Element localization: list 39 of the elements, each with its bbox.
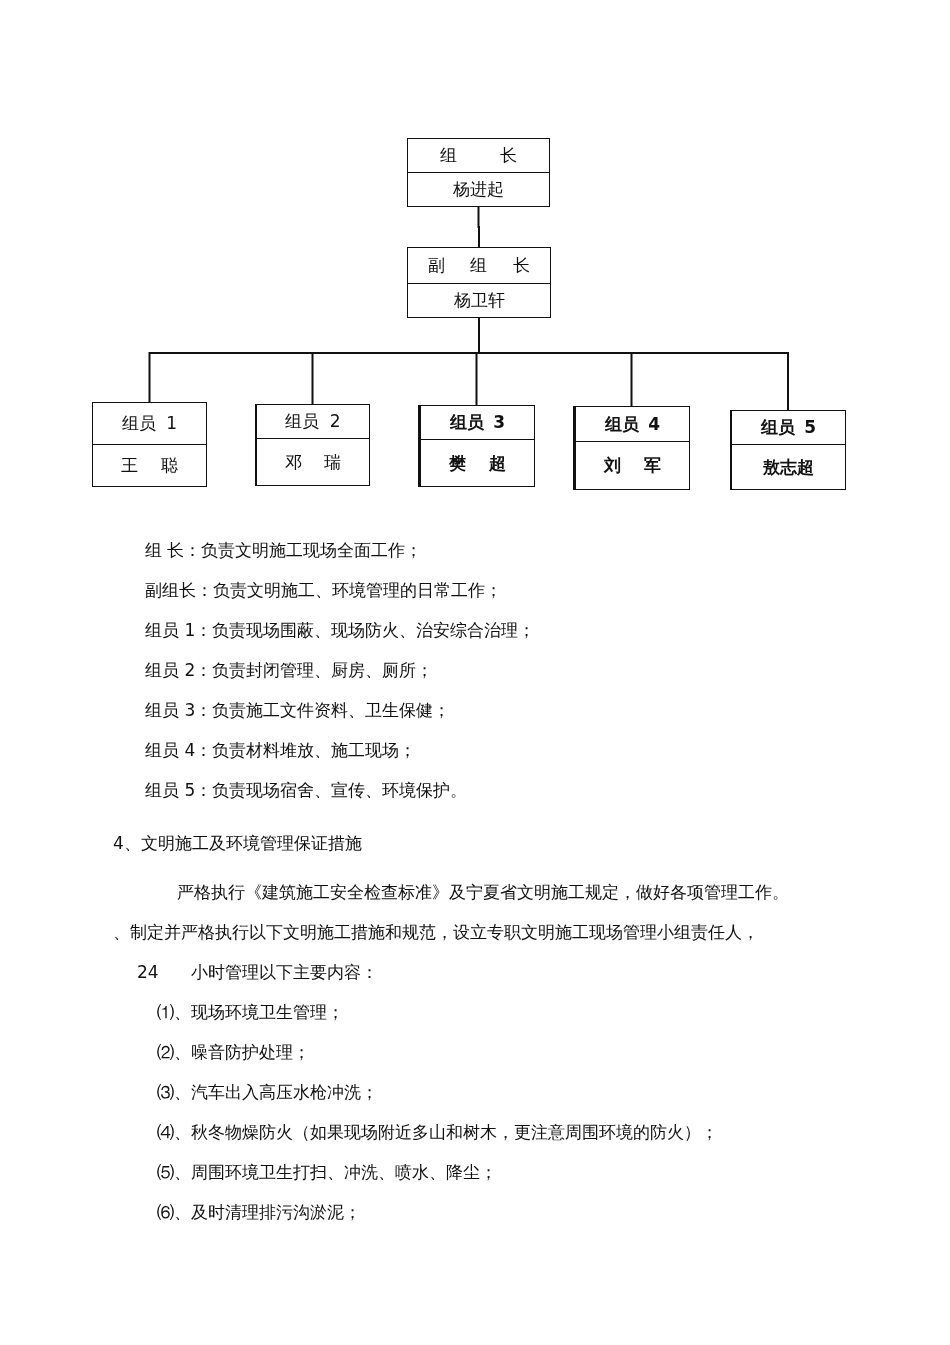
person-name: 王 聪 — [120, 454, 179, 477]
position-title: 组员 2 — [257, 405, 369, 439]
org-box — [573, 406, 690, 490]
duty-line: 组员 1：负责现场围蔽、现场防火、治安综合治理； — [145, 619, 536, 641]
paragraph: 、制定并严格执行以下文明施工措施和规范，设立专职文明施工现场管理小组责任人， — [113, 921, 759, 943]
org-box — [407, 247, 551, 318]
position-title: 组员 1 — [93, 403, 206, 445]
org-box — [407, 138, 550, 207]
position-title: 组员 5 — [732, 411, 845, 445]
org-box — [418, 405, 535, 487]
paragraph: 严格执行《建筑施工安全检查标准》及宁夏省文明施工规定，做好各项管理工作。 — [177, 881, 789, 903]
list-item: ⑵、噪音防护处理； — [157, 1041, 310, 1063]
person-name: 杨卫轩 — [452, 289, 506, 312]
list-item: ⑷、秋冬物燥防火（如果现场附近多山和树木，更注意周围环境的防火）； — [157, 1121, 718, 1143]
person-name: 杨进起 — [452, 178, 505, 201]
connector-line — [477, 206, 480, 248]
paragraph: 24 小时管理以下主要内容： — [137, 961, 379, 983]
position-title: 组员 3 — [421, 406, 534, 440]
position-title: 组员 4 — [576, 407, 689, 442]
list-item: ⑶、汽车出入高压水枪冲洗； — [157, 1081, 378, 1103]
org-box — [255, 404, 370, 486]
duty-line: 组员 2：负责封闭管理、厨房、厕所； — [145, 659, 434, 681]
position-title: 副 组 长 — [408, 248, 550, 284]
org-box — [92, 402, 207, 487]
duty-line: 组员 3：负责施工文件资料、卫生保健； — [145, 699, 451, 721]
person-name: 刘 军 — [602, 454, 662, 477]
position-title: 组 长 — [408, 139, 549, 173]
duty-line: 组员 5：负责现场宿舍、宣传、环境保护。 — [145, 779, 468, 801]
section-heading: 4、文明施工及环境管理保证措施 — [113, 832, 362, 854]
person-name: 樊 超 — [448, 451, 507, 475]
person-name: 敖志超 — [762, 455, 815, 479]
person-name: 邓 瑞 — [283, 450, 343, 474]
list-item: ⑹、及时清理排污沟淤泥； — [157, 1201, 361, 1223]
duty-line: 副组长：负责文明施工、环境管理的日常工作； — [145, 579, 502, 601]
org-box — [730, 410, 846, 490]
duty-line: 组 长：负责文明施工现场全面工作； — [145, 539, 423, 561]
list-item: ⑴、现场环境卫生管理； — [157, 1001, 344, 1023]
duty-line: 组员 4：负责材料堆放、施工现场； — [145, 739, 417, 761]
list-item: ⑸、周围环境卫生打扫、冲洗、喷水、降尘； — [157, 1161, 497, 1183]
